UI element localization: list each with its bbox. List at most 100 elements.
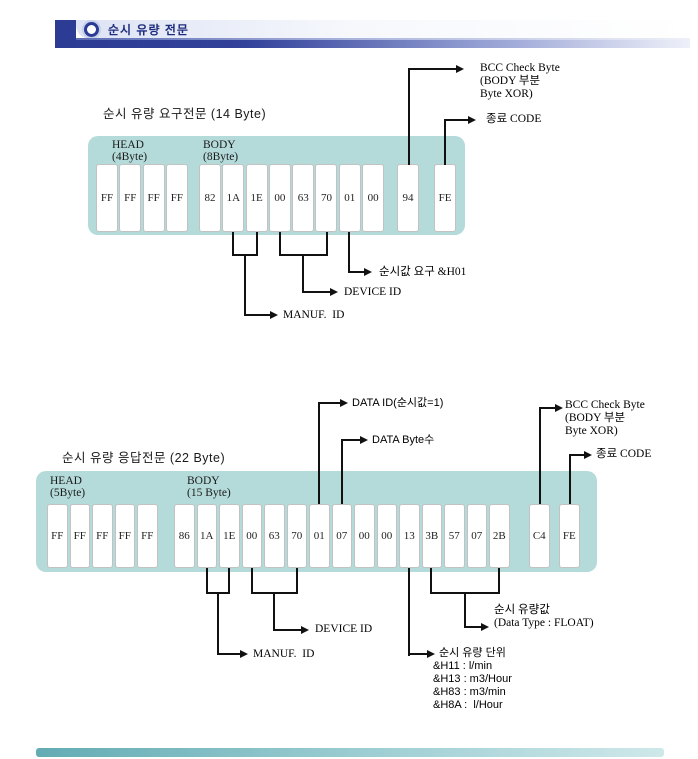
- connector-line: [569, 454, 571, 504]
- arrowhead-icon: [555, 403, 563, 412]
- arrowhead-icon: [340, 398, 348, 407]
- byte-cell: C4: [529, 504, 550, 568]
- arrowhead-icon: [364, 267, 372, 276]
- bracket-line: [251, 568, 253, 594]
- response-bcc-cell: C4: [529, 504, 552, 568]
- section-title: 순시 유량 전문: [108, 23, 189, 37]
- byte-cell: FF: [137, 504, 158, 568]
- byte-cell: 01: [338, 164, 361, 232]
- byte-cell: 1E: [219, 504, 240, 568]
- bracket-line: [232, 232, 234, 256]
- response-head-label: HEAD(5Byte): [50, 475, 86, 499]
- arrowhead-icon: [270, 310, 278, 319]
- byte-cell: 01: [309, 504, 330, 568]
- byte-cell: 13: [399, 504, 420, 568]
- connector-line: [244, 254, 246, 316]
- bracket-line: [326, 232, 328, 256]
- byte-cell: 63: [292, 164, 315, 232]
- connector-line: [464, 592, 466, 628]
- connector-line: [302, 291, 330, 293]
- header-underline: [76, 38, 690, 40]
- byte-cell: FF: [114, 504, 135, 568]
- request-instant-label: 순시값 요구 &H01: [379, 266, 467, 278]
- byte-cell: 1A: [222, 164, 245, 232]
- connector-line: [273, 592, 275, 631]
- connector-line: [444, 119, 468, 121]
- byte-cell: 94: [397, 164, 419, 232]
- arrowhead-icon: [330, 287, 338, 296]
- response-flowunit-label: 순시 유량 단위&H11 : l/min&H13 : m3/Hour&H83 :…: [433, 647, 512, 711]
- byte-cell: FF: [142, 164, 165, 232]
- response-end-cell: FE: [559, 504, 582, 568]
- byte-cell: 00: [376, 504, 397, 568]
- bracket-line: [206, 568, 208, 594]
- connector-line: [318, 402, 320, 504]
- byte-cell: FF: [96, 164, 118, 232]
- connector-line: [408, 653, 427, 655]
- response-databytes-label: DATA Byte수: [372, 434, 435, 446]
- connector-line: [348, 232, 350, 273]
- byte-cell: 82: [199, 164, 221, 232]
- bracket-line: [279, 232, 281, 256]
- byte-cell: 57: [444, 504, 465, 568]
- connector-line: [464, 626, 481, 628]
- request-bcc-cell: 94: [397, 164, 420, 232]
- connector-line: [408, 568, 410, 656]
- request-device-label: DEVICE ID: [344, 286, 402, 298]
- byte-cell: 2B: [489, 504, 510, 568]
- bullet-circle-icon: [84, 22, 99, 37]
- response-diagram-title: 순시 유량 응답전문 (22 Byte): [62, 451, 226, 465]
- arrowhead-icon: [456, 64, 464, 73]
- byte-cell: 86: [174, 504, 195, 568]
- arrowhead-icon: [427, 649, 435, 658]
- byte-cell: 70: [315, 164, 338, 232]
- arrowhead-icon: [240, 649, 248, 658]
- byte-cell: 63: [264, 504, 285, 568]
- arrowhead-icon: [301, 625, 309, 634]
- byte-cell: 00: [268, 164, 291, 232]
- response-device-label: DEVICE ID: [315, 623, 373, 635]
- bracket-line: [228, 568, 230, 594]
- byte-cell: 00: [354, 504, 375, 568]
- byte-cell: FF: [47, 504, 68, 568]
- byte-cell: 07: [331, 504, 352, 568]
- byte-cell: 07: [466, 504, 487, 568]
- response-end-label: 종료 CODE: [596, 448, 652, 460]
- byte-cell: 70: [286, 504, 307, 568]
- request-body-label: BODY(8Byte): [203, 139, 239, 163]
- connector-line: [539, 407, 541, 504]
- byte-cell: FF: [119, 164, 142, 232]
- connector-line: [348, 271, 364, 273]
- connector-line: [408, 68, 410, 165]
- request-diagram-title: 순시 유량 요구전문 (14 Byte): [103, 107, 267, 121]
- header-gradient-bar: [55, 40, 690, 48]
- request-manuf-label: MANUF. ID: [283, 309, 345, 321]
- arrowhead-icon: [584, 450, 592, 459]
- byte-cell: 1E: [245, 164, 268, 232]
- header-band: 순시 유량 전문: [76, 20, 690, 39]
- byte-cell: 1A: [196, 504, 217, 568]
- response-dataid-label: DATA ID(순시값=1): [352, 397, 444, 409]
- request-end-cell: FE: [434, 164, 457, 232]
- arrowhead-icon: [360, 435, 368, 444]
- connector-line: [302, 254, 304, 293]
- connector-line: [444, 119, 446, 165]
- bracket-line: [256, 232, 258, 256]
- bracket-line: [498, 568, 500, 594]
- byte-cell: FE: [434, 164, 456, 232]
- byte-cell: 00: [362, 164, 385, 232]
- request-end-label: 종료 CODE: [486, 113, 542, 125]
- footer-divider-bar: [36, 748, 664, 757]
- response-manuf-label: MANUF. ID: [253, 648, 315, 660]
- connector-line: [539, 407, 555, 409]
- arrowhead-icon: [481, 622, 489, 631]
- connector-line: [244, 314, 270, 316]
- connector-line: [341, 439, 360, 441]
- connector-line: [341, 439, 343, 504]
